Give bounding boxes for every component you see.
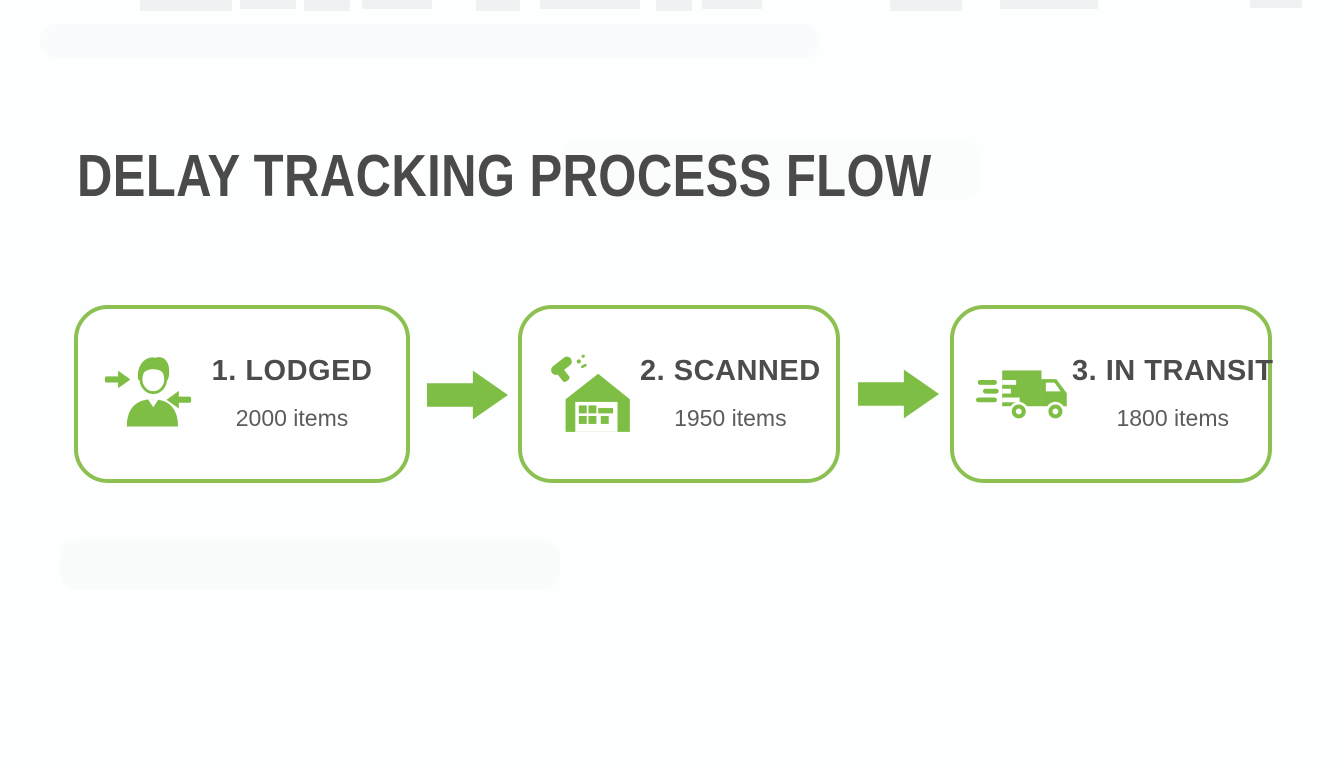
speeding-truck-icon	[976, 358, 1072, 430]
step-label: 2. SCANNED	[640, 354, 821, 387]
person-receive-icon	[100, 350, 196, 438]
step-text: 2. SCANNED 1950 items	[640, 355, 821, 434]
step-items-count: 1800 items	[1116, 404, 1229, 431]
step-items-count: 1950 items	[674, 404, 787, 431]
page-title: DELAY TRACKING PROCESS FLOW	[77, 143, 932, 209]
step-box-lodged: 1. LODGED 2000 items	[74, 305, 410, 483]
background-smudge	[560, 140, 980, 200]
warehouse-scanner-icon	[544, 350, 640, 438]
step-box-in-transit: 3. IN TRANSIT 1800 items	[950, 305, 1273, 483]
step-items-count: 2000 items	[235, 404, 349, 431]
arrow-right-icon	[427, 369, 509, 426]
background-smudge	[60, 540, 560, 590]
background-smudge	[40, 24, 820, 58]
step-text: 1. LODGED 2000 items	[196, 355, 388, 434]
arrow-right-icon	[858, 368, 940, 425]
step-label: 1. LODGED	[211, 354, 373, 387]
step-label: 3. IN TRANSIT	[1072, 354, 1274, 387]
step-text: 3. IN TRANSIT 1800 items	[1072, 355, 1273, 434]
step-box-scanned: 2. SCANNED 1950 items	[518, 305, 840, 483]
